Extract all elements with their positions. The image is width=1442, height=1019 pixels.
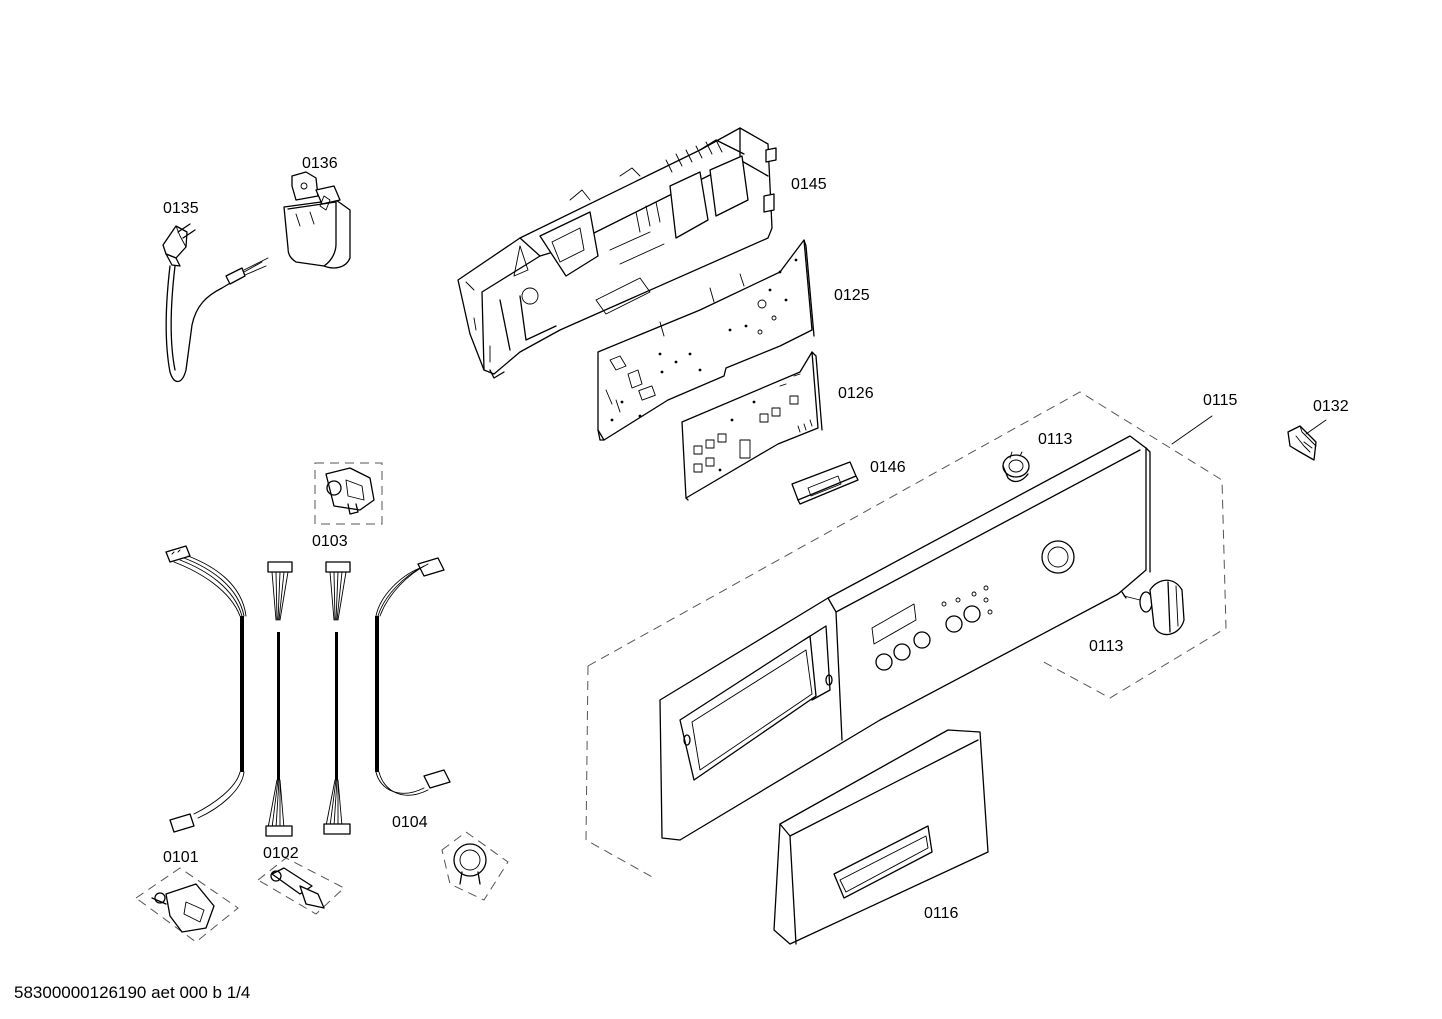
- wiring-harness-0104: [375, 557, 451, 796]
- part-label-0103: 0103: [312, 533, 348, 550]
- part-label-0146: 0146: [870, 459, 906, 476]
- display-0146: [791, 461, 859, 505]
- part-label-0125: 0125: [834, 287, 870, 304]
- bracket-0132: [1287, 419, 1327, 461]
- valve-part-lower-left: [135, 867, 239, 943]
- leader-0115: [1171, 415, 1213, 445]
- fascia-group-outline: [585, 391, 1227, 879]
- wiring-harness-0101: [165, 545, 247, 833]
- dispenser-handle-0116: [773, 729, 989, 945]
- part-label-0135: 0135: [163, 200, 199, 217]
- pressure-switch-0103: [314, 462, 383, 525]
- program-knob-0113-lower: [1121, 579, 1185, 636]
- filter-0136: [283, 171, 351, 269]
- part-label-0126: 0126: [838, 385, 874, 402]
- pressure-switch-lower: [441, 831, 509, 901]
- sensor-part-lower: [257, 857, 345, 915]
- part-label-0113-upper: 0113: [1038, 431, 1073, 448]
- fascia-panel-0115: [659, 435, 1151, 841]
- wiring-harness-0102: [265, 561, 351, 837]
- part-label-0136: 0136: [302, 155, 338, 172]
- part-label-0104: 0104: [392, 814, 428, 831]
- part-label-0116: 0116: [924, 905, 959, 922]
- part-label-0113-lower: 0113: [1089, 638, 1124, 655]
- part-label-0115: 0115: [1203, 392, 1238, 409]
- part-label-0102: 0102: [263, 845, 299, 862]
- part-label-0145: 0145: [791, 176, 827, 193]
- key-board-0126: [681, 351, 823, 501]
- document-number: 58300000126190 aet 000 b 1/4: [14, 983, 250, 1002]
- part-label-0132: 0132: [1313, 398, 1349, 415]
- control-housing-0145: [457, 127, 777, 379]
- power-cord-0135: [162, 223, 269, 383]
- main-pcb-0125: [597, 239, 815, 441]
- part-label-0101: 0101: [163, 849, 199, 866]
- knob-ring-0113-upper: [1002, 451, 1030, 483]
